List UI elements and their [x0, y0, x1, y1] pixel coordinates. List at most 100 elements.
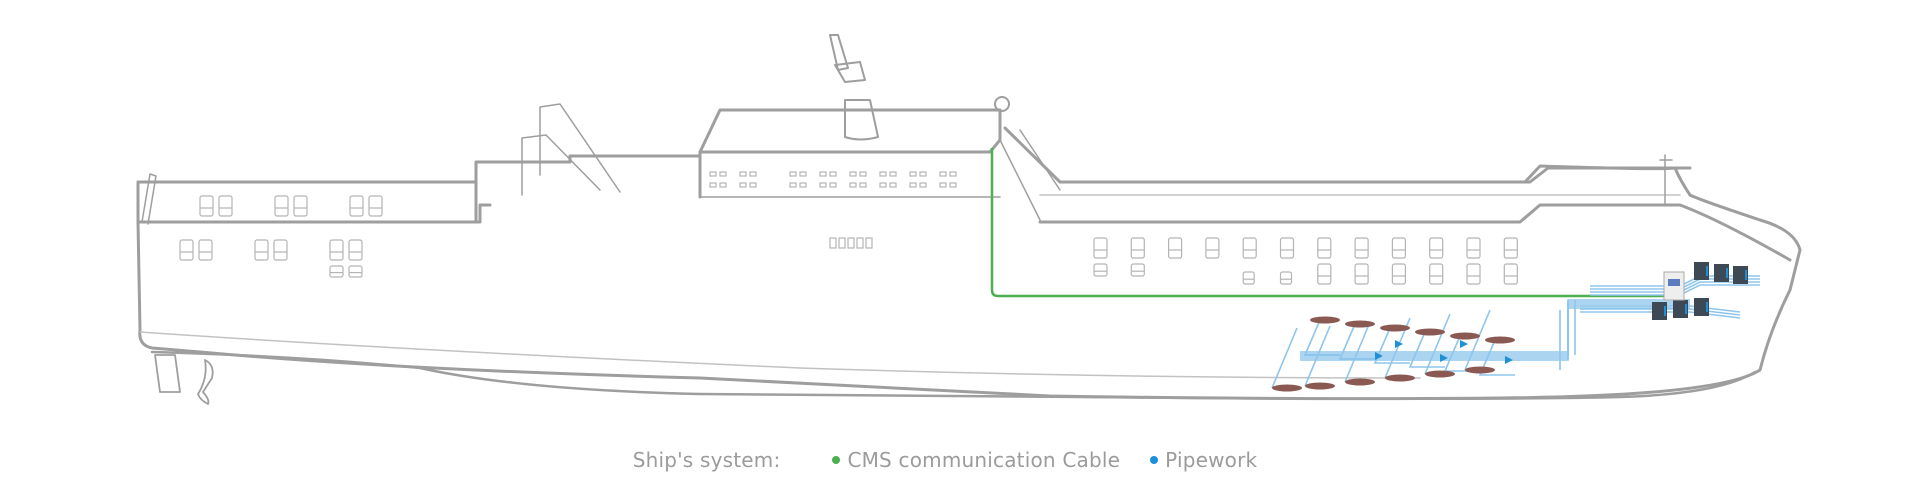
- window: [1093, 237, 1108, 259]
- window: [865, 237, 873, 249]
- window: [949, 182, 957, 188]
- window: [849, 182, 857, 188]
- window: [819, 182, 827, 188]
- window: [719, 171, 727, 177]
- flow-arrow-icon: [1505, 356, 1513, 364]
- rudder: [154, 354, 181, 393]
- window: [879, 171, 887, 177]
- bow-deck: [1003, 126, 1692, 184]
- window: [349, 195, 364, 217]
- window: [1167, 237, 1183, 259]
- window: [838, 237, 846, 249]
- window: [1391, 263, 1407, 285]
- pump-unit: [1673, 300, 1688, 318]
- windows-group: [179, 171, 1518, 285]
- window: [1242, 237, 1257, 259]
- tank-sensor: [1425, 370, 1455, 378]
- window: [909, 182, 917, 188]
- window: [789, 182, 797, 188]
- tank-sensor: [1305, 382, 1335, 390]
- window: [739, 171, 747, 177]
- bow-post: [1659, 154, 1673, 206]
- window: [856, 237, 864, 249]
- window: [1130, 237, 1145, 259]
- window: [829, 171, 837, 177]
- window: [879, 182, 887, 188]
- window: [329, 265, 344, 278]
- legend-label-cms-cable: CMS communication Cable: [847, 448, 1121, 472]
- pump-unit: [1694, 298, 1709, 316]
- window: [829, 237, 837, 249]
- window: [799, 182, 807, 188]
- window: [1279, 271, 1293, 285]
- pipework-group: [1271, 275, 1760, 389]
- window: [1391, 237, 1407, 259]
- stern-mast: [141, 173, 157, 225]
- window: [1354, 263, 1369, 285]
- funnel-right: [539, 103, 621, 193]
- funnel-left: [521, 134, 601, 196]
- tank-sensor: [1380, 324, 1410, 332]
- aft-lower-deck: [138, 203, 492, 224]
- flow-arrow-icon: [1395, 340, 1403, 348]
- flow-arrow-icon: [1460, 340, 1468, 348]
- window: [368, 195, 383, 217]
- window: [939, 182, 947, 188]
- bow-lower: [1038, 203, 1792, 262]
- tank-sensor: [1345, 320, 1375, 328]
- window: [859, 171, 867, 177]
- tank-sensor: [1450, 332, 1480, 340]
- window: [1429, 237, 1444, 259]
- window: [819, 171, 827, 177]
- window: [254, 239, 269, 261]
- window: [1466, 237, 1481, 259]
- window: [1130, 263, 1145, 277]
- tank-sensors-group: [1272, 316, 1515, 392]
- window: [739, 182, 747, 188]
- flow-arrow-icon: [1440, 354, 1448, 362]
- waterline: [139, 331, 1421, 379]
- keel-line: [150, 350, 1757, 401]
- legend: Ship's system: CMS communication Cable P…: [0, 448, 1920, 472]
- tank-sensor: [1310, 316, 1340, 324]
- window: [293, 195, 308, 217]
- window: [348, 239, 363, 261]
- ship-diagram: [136, 34, 1802, 405]
- window: [847, 237, 855, 249]
- window: [709, 171, 717, 177]
- window: [1503, 263, 1518, 285]
- window: [1317, 263, 1332, 285]
- window: [1093, 263, 1108, 277]
- legend-item-cms-cable: CMS communication Cable: [832, 448, 1120, 472]
- tank-sensor: [1465, 366, 1495, 374]
- window: [919, 182, 927, 188]
- pump-unit: [1694, 262, 1709, 280]
- legend-label-pipework: Pipework: [1165, 448, 1258, 472]
- pump-unit: [1652, 302, 1667, 320]
- window: [909, 171, 917, 177]
- window: [273, 239, 288, 261]
- pipework-dot-icon: [1150, 456, 1159, 464]
- tank-sensor: [1415, 328, 1445, 336]
- legend-title: Ship's system:: [632, 448, 781, 472]
- window: [1429, 263, 1444, 285]
- propeller-icon: [197, 359, 214, 405]
- bow-light: [994, 96, 1010, 112]
- window: [849, 171, 857, 177]
- window: [1466, 263, 1481, 285]
- window: [749, 171, 757, 177]
- window: [348, 265, 363, 278]
- flow-arrow-icon: [1375, 352, 1383, 360]
- window: [1242, 271, 1255, 285]
- pump-units-group: [1652, 262, 1748, 320]
- window: [709, 182, 717, 188]
- window: [889, 171, 897, 177]
- tank-sensor: [1385, 374, 1415, 382]
- window: [1317, 237, 1332, 259]
- window: [218, 195, 233, 217]
- cms-cable-line: [990, 148, 1670, 298]
- window: [719, 182, 727, 188]
- window: [789, 171, 797, 177]
- tank-sensor: [1485, 336, 1515, 344]
- bow-ramp: [999, 129, 1061, 221]
